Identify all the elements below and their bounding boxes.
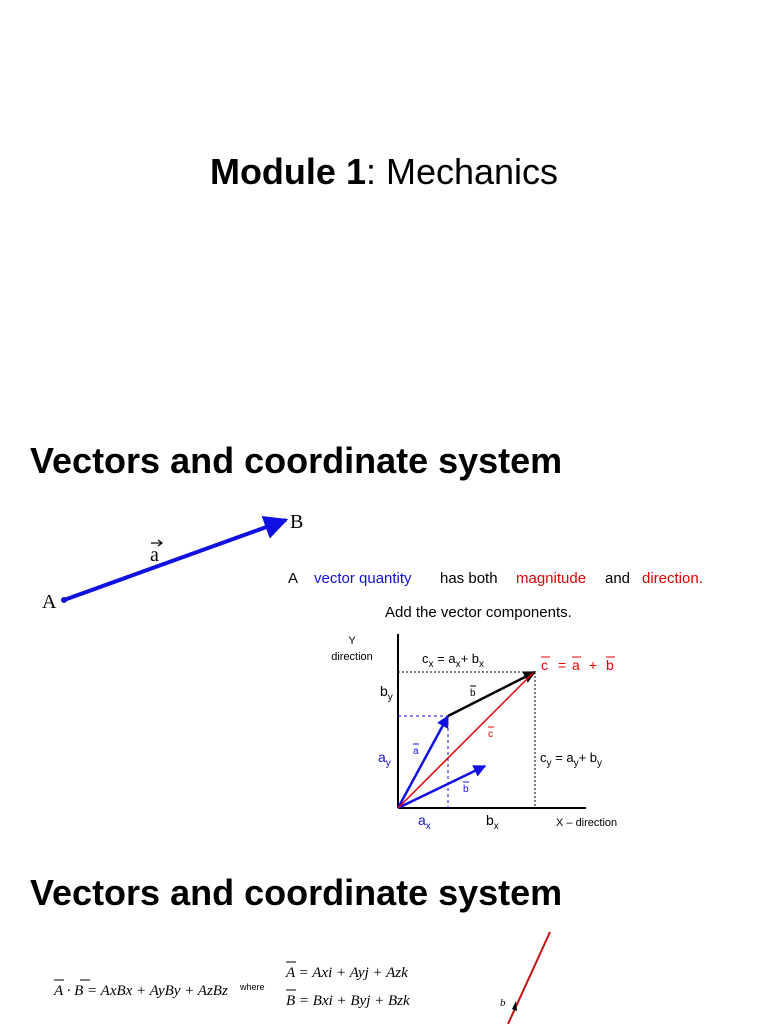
y-axis-label-1: Y: [348, 635, 356, 647]
definition-vector-quantity: vector quantity: [314, 570, 412, 587]
definition-magnitude: magnitude: [516, 570, 586, 587]
point-a-dot: [61, 597, 67, 603]
definition-subtitle: Add the vector components.: [385, 604, 572, 621]
a-components-equation: A = Axi + Ayj + Azk: [285, 965, 408, 981]
svg-text:b: b: [606, 657, 614, 673]
definition-lead: A: [288, 570, 298, 587]
bx-label: bx: [486, 812, 499, 832]
vector-b-lower-arrow: [397, 764, 487, 810]
svg-text:+: +: [589, 657, 597, 673]
vector-ab-arrow: [63, 516, 289, 602]
partial-vector-figure: b: [500, 931, 551, 1024]
partial-vector-line: [507, 931, 551, 1024]
slide-title: Module 1: Mechanics: [0, 151, 768, 193]
definition-direction: direction.: [642, 570, 703, 587]
vector-b-lower-label: b: [463, 784, 469, 795]
cy-equation: cy = ay+ by: [540, 750, 602, 769]
definition-and: and: [605, 570, 630, 587]
ax-label: ax: [418, 812, 431, 832]
slide-title-bold: Module 1: [209, 151, 366, 192]
vector-ab-label: a: [150, 544, 159, 566]
point-b-label: B: [290, 511, 303, 533]
vector-addition-diagram: Y direction cx = ax+ bx c = a + b by ay …: [331, 634, 617, 832]
y-axis-label-2: direction: [331, 651, 373, 663]
definition-middle: has both: [440, 570, 498, 587]
section-heading-1: Vectors and coordinate system: [30, 440, 563, 481]
point-a-label: A: [42, 591, 57, 613]
dot-product-block: A · B = AxBx + AyBy + AzBz where A = Axi…: [53, 961, 410, 1009]
x-axis-label: X – direction: [556, 817, 617, 829]
svg-text:c: c: [541, 657, 548, 673]
dot-product-equation: A · B = AxBx + AyBy + AzBz: [53, 983, 228, 999]
vector-c-line: [397, 672, 534, 809]
vector-ab-figure: A B a: [42, 511, 303, 613]
vector-a-label: a: [413, 746, 419, 757]
b-components-equation: B = Bxi + Byj + Bzk: [286, 993, 410, 1009]
partial-vector-label: b: [500, 997, 506, 1009]
by-label: by: [380, 683, 393, 703]
svg-text:a: a: [572, 657, 580, 673]
section-heading-2: Vectors and coordinate system: [30, 872, 563, 913]
vector-c-label: c: [488, 729, 493, 740]
definition-line: A vector quantity has both magnitude and…: [288, 570, 703, 587]
vector-b-upper-label: b: [470, 688, 476, 699]
sum-equation: c = a + b: [541, 656, 615, 673]
slide-title-rest: : Mechanics: [365, 151, 559, 192]
ay-label: ay: [378, 749, 391, 769]
vector-b-upper-arrow: [447, 670, 537, 718]
definition-block: A vector quantity has both magnitude and…: [288, 570, 703, 621]
where-label: where: [239, 982, 265, 992]
cx-equation: cx = ax+ bx: [422, 651, 484, 670]
vector-a-arrow: [396, 714, 450, 809]
svg-text:=: =: [558, 657, 566, 673]
